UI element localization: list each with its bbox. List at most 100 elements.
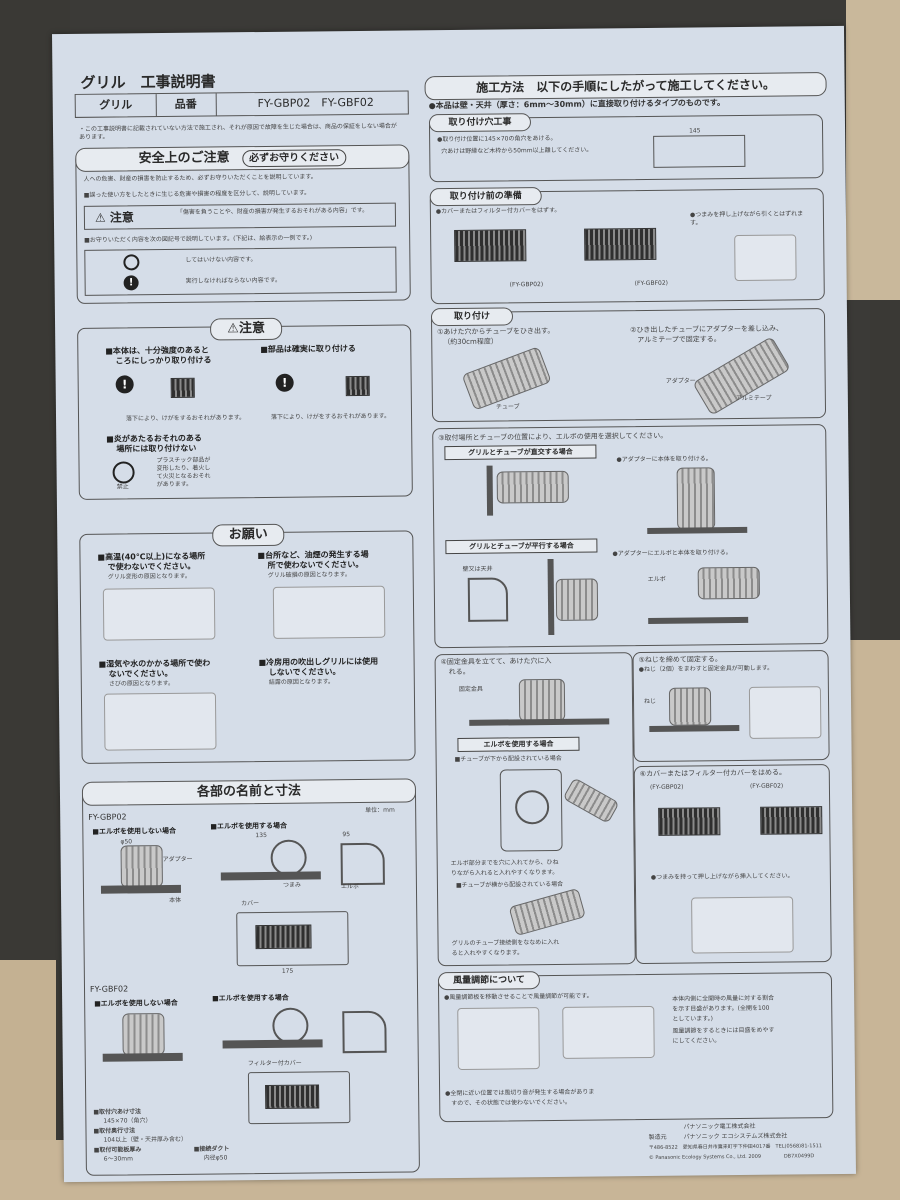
step1-a: ①あけた穴からチューブをひき出す。 <box>437 326 555 337</box>
floor-mat-left-bottom <box>0 960 56 1140</box>
parts-no-elbow-1: ■エルボを使用しない場合 <box>92 826 177 836</box>
grill-body-top <box>220 871 321 881</box>
safety-title: 安全上のご注意 <box>138 150 230 167</box>
step6-text: ⑥カバーまたはフィルター付カバーをはめる。 <box>639 768 786 779</box>
caution-definition-text: 「傷害を負うことや、財産の損害が発生するおそれがある内容」です。 <box>176 206 369 216</box>
request4-note: 結露の原因となります。 <box>268 678 335 686</box>
body-label: 本体 <box>169 896 182 904</box>
grill-body-section <box>102 1052 183 1062</box>
model-label: 品番 <box>155 93 217 117</box>
product-label: グリル <box>75 94 157 117</box>
grill-cover-gbf02 <box>584 227 657 261</box>
model-table: グリル 品番 FY-GBP02 FY-GBF02 <box>74 90 409 118</box>
prep-text2: ●つまみを押し上げながら引くとはずれます。 <box>689 210 804 227</box>
caution-item3-note4: があります。 <box>156 480 193 489</box>
elbow-label: エルボ <box>340 883 360 891</box>
footer-address: 〒486-8522 愛知県春日井市鷹来町字下仲田4017番 TEL(0568)8… <box>648 1143 823 1151</box>
request2-note: グリル破損の原因となります。 <box>267 571 351 579</box>
spec4-value: 内径φ50 <box>203 1154 228 1162</box>
footer-maker: パナソニック電工株式会社 <box>683 1122 756 1131</box>
airflow-right4: 風量調節をするときには目盛をめやす <box>672 1026 775 1035</box>
airflow-bottom2: すので、その状態では使わないでください。 <box>451 1098 571 1108</box>
airflow-right1: 本体内側に全開時の風量に対する割合 <box>672 994 775 1003</box>
footer-copyright: © Panasonic Ecology Systems Co., Ltd. 20… <box>648 1153 762 1161</box>
mandatory-icon: ! <box>275 373 294 392</box>
grill-top-view <box>499 768 563 852</box>
step6-model1: (FY-GBP02) <box>649 783 684 791</box>
cover-gbp02-illustration <box>658 807 721 836</box>
prohibit-label: 禁止 <box>116 483 129 491</box>
hole-note: 穴あけは野縁など木枠から50mm以上離してください。 <box>441 146 593 156</box>
step2-a: ②ひき出したチューブにアダプターを差し込み、 <box>630 324 784 335</box>
tube-label: チューブ <box>495 403 520 411</box>
wall-section <box>486 465 494 516</box>
grill-body-section <box>100 884 182 894</box>
wall-section <box>547 558 555 636</box>
prep-text1: ●カバーまたはフィルター付カバーをはずす。 <box>435 206 561 216</box>
grill-louver <box>265 1084 320 1110</box>
alu-tape-label: アルミテープ <box>735 394 772 403</box>
parts-with-elbow-2: ■エルボを使用する場合 <box>212 993 289 1003</box>
fixing-label: 固定金具 <box>458 685 483 693</box>
ceiling-section <box>647 526 748 534</box>
elbow-top-view <box>514 790 550 825</box>
request4-b: しないでください。 <box>268 667 341 677</box>
elbow-label-2: エルボ <box>647 575 666 583</box>
symbol1-text: してはいけない内容です。 <box>185 256 257 264</box>
airflow-bottom1: ●全閉に近い位置では風切り音が発生する場合がありま <box>445 1088 595 1098</box>
instruction-sheet: グリル 工事説明書 グリル 品番 FY-GBP02 FY-GBF02 ・この工事… <box>52 25 856 1183</box>
cross-label: グリルとチューブが直交する場合 <box>444 444 597 461</box>
method-header: 施工方法 以下の手順にしたがって施工してください。 <box>424 72 827 101</box>
ceiling-section <box>649 725 740 732</box>
grill-body-top <box>222 1039 323 1049</box>
unit-label: 単位：mm <box>365 806 395 814</box>
elbow-tube-illustration <box>697 566 760 600</box>
method-lead: ●本品は壁・天井（厚さ：6mm〜30mm）に直接取り付けるタイプのものです。 <box>428 98 726 111</box>
cover-label: カバー <box>241 900 260 908</box>
knob-label: つまみ <box>282 881 301 889</box>
doc-title: グリル 工事説明書 <box>80 72 216 92</box>
symbol-table: してはいけない内容です。 ! 実行しなければならない内容です。 <box>84 246 397 296</box>
request3-note: さびの原因となります。 <box>108 679 175 688</box>
ceiling-section <box>648 616 749 624</box>
elbow-illustration <box>342 1010 387 1054</box>
dim-135: 135 <box>255 831 267 840</box>
prohibited-symbol-icon <box>123 254 140 271</box>
spec2-value: 104以上（壁・天井厚み含む） <box>103 1135 188 1144</box>
step6-model2: (FY-GBF02) <box>749 782 784 790</box>
dim-95: 95 <box>342 831 351 839</box>
request3-b: ないでください。 <box>108 668 173 679</box>
caution-item3-b: 場所には取り付けない <box>116 443 197 454</box>
adapter-tube-illustration <box>120 845 163 888</box>
grill-side-illustration <box>170 377 195 398</box>
grill-front-view <box>236 911 349 967</box>
caution-definition-label: ⚠ 注意 <box>94 210 134 225</box>
floor-mat-right-top <box>846 0 900 300</box>
parallel-note: ●アダプターにエルボと本体を取り付ける。 <box>612 549 732 558</box>
elbow-illustration <box>340 842 385 886</box>
dim-175: 175 <box>281 967 294 975</box>
spec1-label: ■取付穴あけ寸法 <box>93 1108 142 1116</box>
from-side-text: ■チューブが横から配設されている場合 <box>455 880 564 889</box>
request2-b: 所で使わないでください。 <box>267 559 364 570</box>
caution-item3-note3: て火災となるおそれ <box>156 472 211 481</box>
parts-model2: FY-GBF02 <box>89 984 129 994</box>
prep-model1: (FY-GBP02) <box>509 281 544 289</box>
hole-diagram <box>653 134 746 168</box>
step4-b: れる。 <box>448 667 470 677</box>
spec4-label: ■接続ダクト <box>193 1145 230 1153</box>
parts-header: 各部の名前と寸法 <box>81 778 417 806</box>
hole-text: ●取り付け位置に145×70の角穴をあける。 <box>437 134 557 144</box>
bath-illustration <box>103 692 217 751</box>
from-below-text: ■チューブが下から配設されている場合 <box>454 754 562 764</box>
warning-triangle-icon: ⚠ <box>94 210 106 225</box>
duct-opening-illustration <box>270 839 307 876</box>
duct-opening-illustration <box>272 1007 309 1044</box>
elbow-note2: りながら入れると入れやすくなります。 <box>450 868 559 878</box>
request1-note: グリル変形の原因となります。 <box>107 572 191 581</box>
grill-louver <box>255 924 312 950</box>
caution-item2: ■部品は確実に取り付ける <box>260 344 356 355</box>
install-header: 取り付け <box>430 307 514 327</box>
airflow-damper-illustration <box>457 1007 540 1070</box>
hole-dim: 145 <box>689 127 701 135</box>
